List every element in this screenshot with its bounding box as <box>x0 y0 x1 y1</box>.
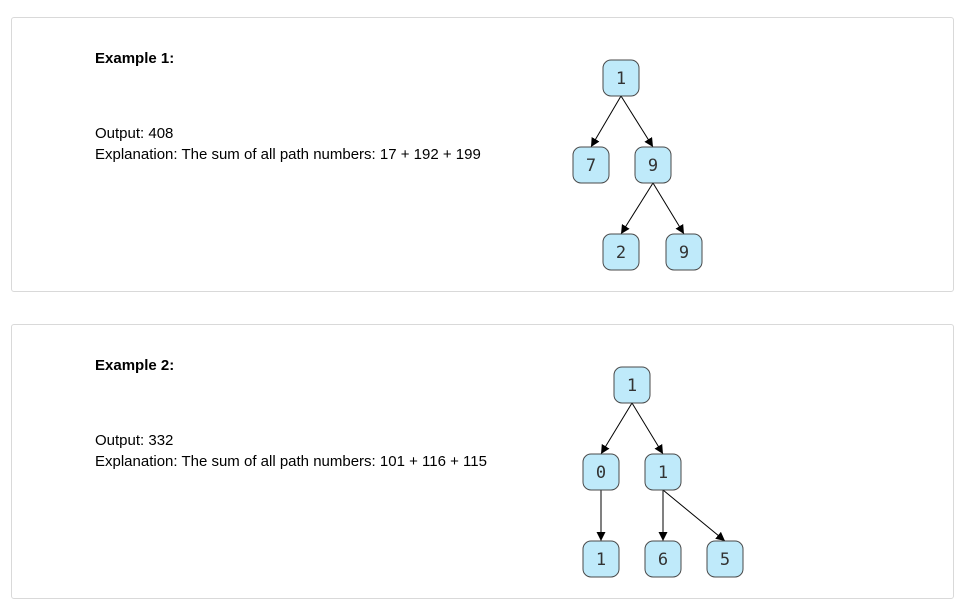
example-title: Example 2: <box>95 357 175 374</box>
example-card-2: Example 2: Output: 332 Explanation: The … <box>11 324 954 599</box>
tree-edge <box>631 402 664 455</box>
tree-node-box <box>602 59 640 97</box>
tree-edge <box>600 402 633 455</box>
tree-node-box <box>665 233 703 271</box>
tree-node-box <box>644 453 682 491</box>
output-text: Output: 332 <box>95 432 174 449</box>
tree-node: 9 <box>665 233 703 271</box>
tree-node-label: 6 <box>658 550 668 570</box>
tree-node: 1 <box>644 453 682 491</box>
binary-tree-diagram: 1 0 1 1 6 5 <box>582 366 744 578</box>
tree-node-label: 2 <box>616 243 626 263</box>
tree-node-label: 1 <box>627 376 637 396</box>
tree-node: 9 <box>634 146 672 184</box>
tree-node: 6 <box>644 540 682 578</box>
tree-node-box <box>582 540 620 578</box>
tree-node-box <box>572 146 610 184</box>
tree-node: 2 <box>602 233 640 271</box>
tree-node-label: 1 <box>616 69 626 89</box>
tree-node: 1 <box>613 366 651 404</box>
explanation-text: Explanation: The sum of all path numbers… <box>95 146 481 163</box>
tree-node-label: 7 <box>586 156 596 176</box>
tree-node-label: 9 <box>679 243 689 263</box>
tree-node-box <box>602 233 640 271</box>
tree-node-label: 1 <box>596 550 606 570</box>
example-output-block: Output: 332 Explanation: The sum of all … <box>95 430 487 472</box>
example-title: Example 1: <box>95 50 175 67</box>
tree-node-label: 0 <box>596 463 606 483</box>
example-output-block: Output: 408 Explanation: The sum of all … <box>95 123 481 165</box>
tree-node-box <box>582 453 620 491</box>
tree-node: 5 <box>706 540 744 578</box>
explanation-text: Explanation: The sum of all path numbers… <box>95 453 487 470</box>
tree-node-box <box>634 146 672 184</box>
output-text: Output: 408 <box>95 125 174 142</box>
example-card-1: Example 1: Output: 408 Explanation: The … <box>11 17 954 292</box>
tree-node: 1 <box>582 540 620 578</box>
tree-node: 0 <box>582 453 620 491</box>
tree-edge <box>590 95 622 148</box>
tree-node-box <box>706 540 744 578</box>
tree-node: 1 <box>602 59 640 97</box>
tree-edge <box>652 182 685 235</box>
tree-edge <box>662 489 726 542</box>
tree-edge <box>620 95 654 148</box>
tree-node-label: 1 <box>658 463 668 483</box>
binary-tree-diagram: 1 7 9 2 9 <box>572 59 703 271</box>
tree-node-label: 9 <box>648 156 658 176</box>
tree-node-box <box>644 540 682 578</box>
tree-node: 7 <box>572 146 610 184</box>
tree-node-box <box>613 366 651 404</box>
tree-node-label: 5 <box>720 550 730 570</box>
tree-edge <box>620 182 654 235</box>
